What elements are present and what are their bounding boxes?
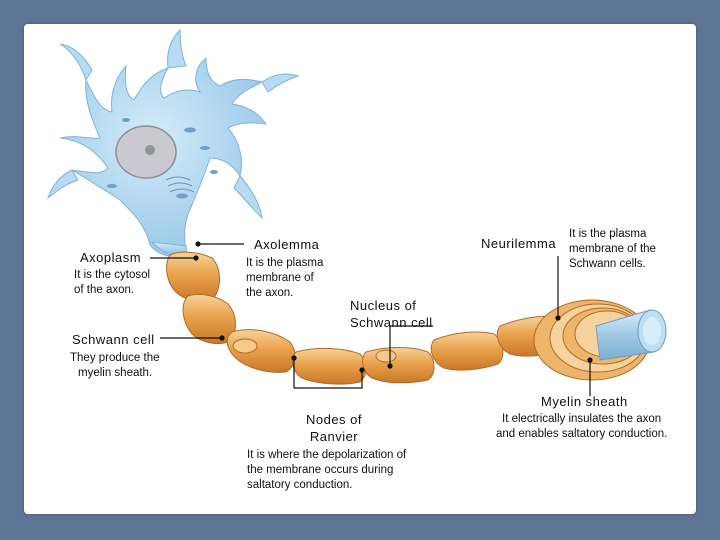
axoplasm-title: Axoplasm <box>80 250 142 265</box>
neurilemma-desc-2: membrane of the <box>569 243 656 255</box>
nodes-desc-2: the membrane occurs during <box>247 464 394 476</box>
cell-body <box>46 28 300 257</box>
neurilemma-title: Neurilemma <box>481 236 557 251</box>
nodes-title-2: Ranvier <box>309 429 359 444</box>
schwann-title: Schwann cell <box>72 332 155 347</box>
axolemma-desc-1: It is the plasma <box>246 257 324 269</box>
myelin-desc-1: It electrically insulates the axon <box>502 413 662 425</box>
axolemma-desc-2: membrane of <box>246 272 314 284</box>
neurilemma-desc-3: Schwann cells. <box>569 258 646 270</box>
nucleus-title-1: Nucleus of <box>350 298 417 313</box>
axoplasm-desc-2: of the axon. <box>74 284 135 296</box>
schwann-desc-2: myelin sheath. <box>78 367 153 379</box>
neurilemma-desc-1: It is the plasma <box>569 228 647 240</box>
nucleus-title-2: Schwann cell <box>350 315 433 330</box>
leader-dots <box>193 241 593 373</box>
nodes-desc-1: It is where the depolarization of <box>247 449 407 461</box>
axolemma-desc-3: the axon. <box>246 287 294 299</box>
axolemma-title: Axolemma <box>254 237 320 252</box>
axoplasm-desc-1: It is the cytosol <box>74 269 151 281</box>
myelin-title: Myelin sheath <box>541 394 628 409</box>
nodes-title-1: Nodes of <box>305 412 363 427</box>
leader-lines <box>150 243 591 396</box>
schwann-desc-1: They produce the <box>70 352 160 364</box>
axon-core <box>595 309 667 361</box>
nodes-desc-3: saltatory conduction. <box>247 479 353 491</box>
myelin-desc-2: and enables saltatory conduction. <box>496 428 668 440</box>
